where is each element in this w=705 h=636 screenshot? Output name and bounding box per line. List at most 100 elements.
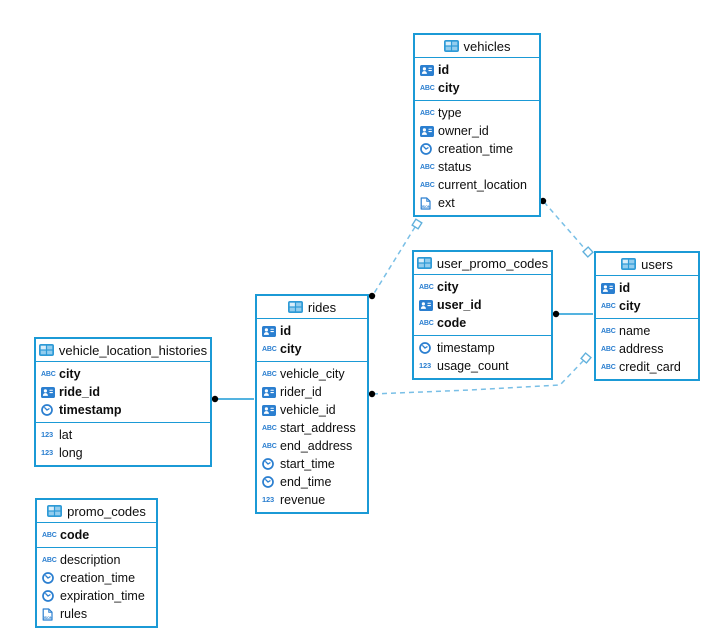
text-type-icon: ABC (419, 319, 434, 327)
relation-line (543, 201, 586, 250)
field-row-creation_time[interactable]: creation_time (37, 569, 156, 587)
table-title: rides (307, 299, 337, 315)
field-row-expiration_time[interactable]: expiration_time (37, 587, 156, 605)
time-type-icon (262, 458, 280, 470)
field-row-vehicle_id[interactable]: vehicle_id (257, 401, 367, 419)
field-name: user_id (437, 297, 482, 312)
field-name: timestamp (437, 340, 495, 355)
user-id-icon (601, 282, 619, 294)
table-title: promo_codes (67, 503, 146, 519)
text-type-icon: ABC (262, 370, 277, 378)
field-name: long (59, 445, 83, 460)
relation-vehicles-users[interactable] (539, 197, 594, 258)
field-name: usage_count (437, 358, 509, 373)
table-icon (287, 301, 303, 313)
relation-vehicles-rides[interactable] (368, 218, 423, 300)
table-icon (443, 40, 459, 52)
text-type-icon: ABC (601, 302, 616, 310)
field-row-creation_time[interactable]: creation_time (415, 140, 539, 158)
field-name: id (619, 280, 631, 295)
field-row-id[interactable]: id (415, 61, 539, 79)
field-row-start_time[interactable]: start_time (257, 455, 367, 473)
field-name: description (60, 552, 121, 567)
field-row-timestamp[interactable]: timestamp (414, 339, 551, 357)
user-id-icon (419, 299, 437, 311)
field-name: code (437, 315, 467, 330)
user-id-icon (262, 386, 280, 398)
field-name: rules (60, 606, 88, 621)
field-row-end_time[interactable]: end_time (257, 473, 367, 491)
field-row-id[interactable]: id (596, 279, 698, 297)
field-row-usage_count[interactable]: 123 usage_count (414, 357, 551, 375)
relation-vehicle_location_histories-rides[interactable] (211, 395, 254, 403)
table-header[interactable]: vehicles (415, 35, 539, 58)
relation-dot-marker (368, 390, 376, 398)
field-row-timestamp[interactable]: timestamp (36, 401, 210, 419)
field-name: id (438, 62, 450, 77)
number-type-icon: 123 (419, 361, 431, 371)
field-name: owner_id (438, 123, 489, 138)
relation-rides-users[interactable] (368, 352, 592, 398)
table-header[interactable]: user_promo_codes (414, 252, 551, 275)
svg-text:JSON: JSON (421, 205, 431, 209)
time-type-icon (420, 143, 438, 155)
user-id-icon (420, 64, 438, 76)
text-type-icon: ABC (420, 84, 435, 92)
text-type-icon: ABC (420, 109, 435, 117)
field-row-user_id[interactable]: user_id (414, 296, 551, 314)
text-type-icon: ABC (601, 363, 616, 371)
table-header[interactable]: promo_codes (37, 500, 156, 523)
text-type-icon: ABC (41, 370, 56, 378)
time-type-icon (419, 342, 437, 354)
field-row-long[interactable]: 123 long (36, 444, 210, 462)
relation-user_promo_codes-users[interactable] (552, 310, 593, 318)
field-row-ride_id[interactable]: ride_id (36, 383, 210, 401)
field-name: ride_id (59, 384, 100, 399)
field-row-rider_id[interactable]: rider_id (257, 383, 367, 401)
table-header[interactable]: rides (257, 296, 367, 319)
field-row-owner_id[interactable]: owner_id (415, 122, 539, 140)
json-type-icon: JSON (42, 607, 60, 621)
field-name: credit_card (619, 359, 681, 374)
field-name: lat (59, 427, 73, 442)
text-type-icon: ABC (262, 442, 277, 450)
table-header[interactable]: vehicle_location_histories (36, 339, 210, 362)
table-header[interactable]: users (596, 253, 698, 276)
number-type-icon: 123 (41, 448, 53, 458)
field-row-id[interactable]: id (257, 322, 367, 340)
field-name: vehicle_city (280, 366, 345, 381)
table-title: user_promo_codes (436, 255, 549, 271)
